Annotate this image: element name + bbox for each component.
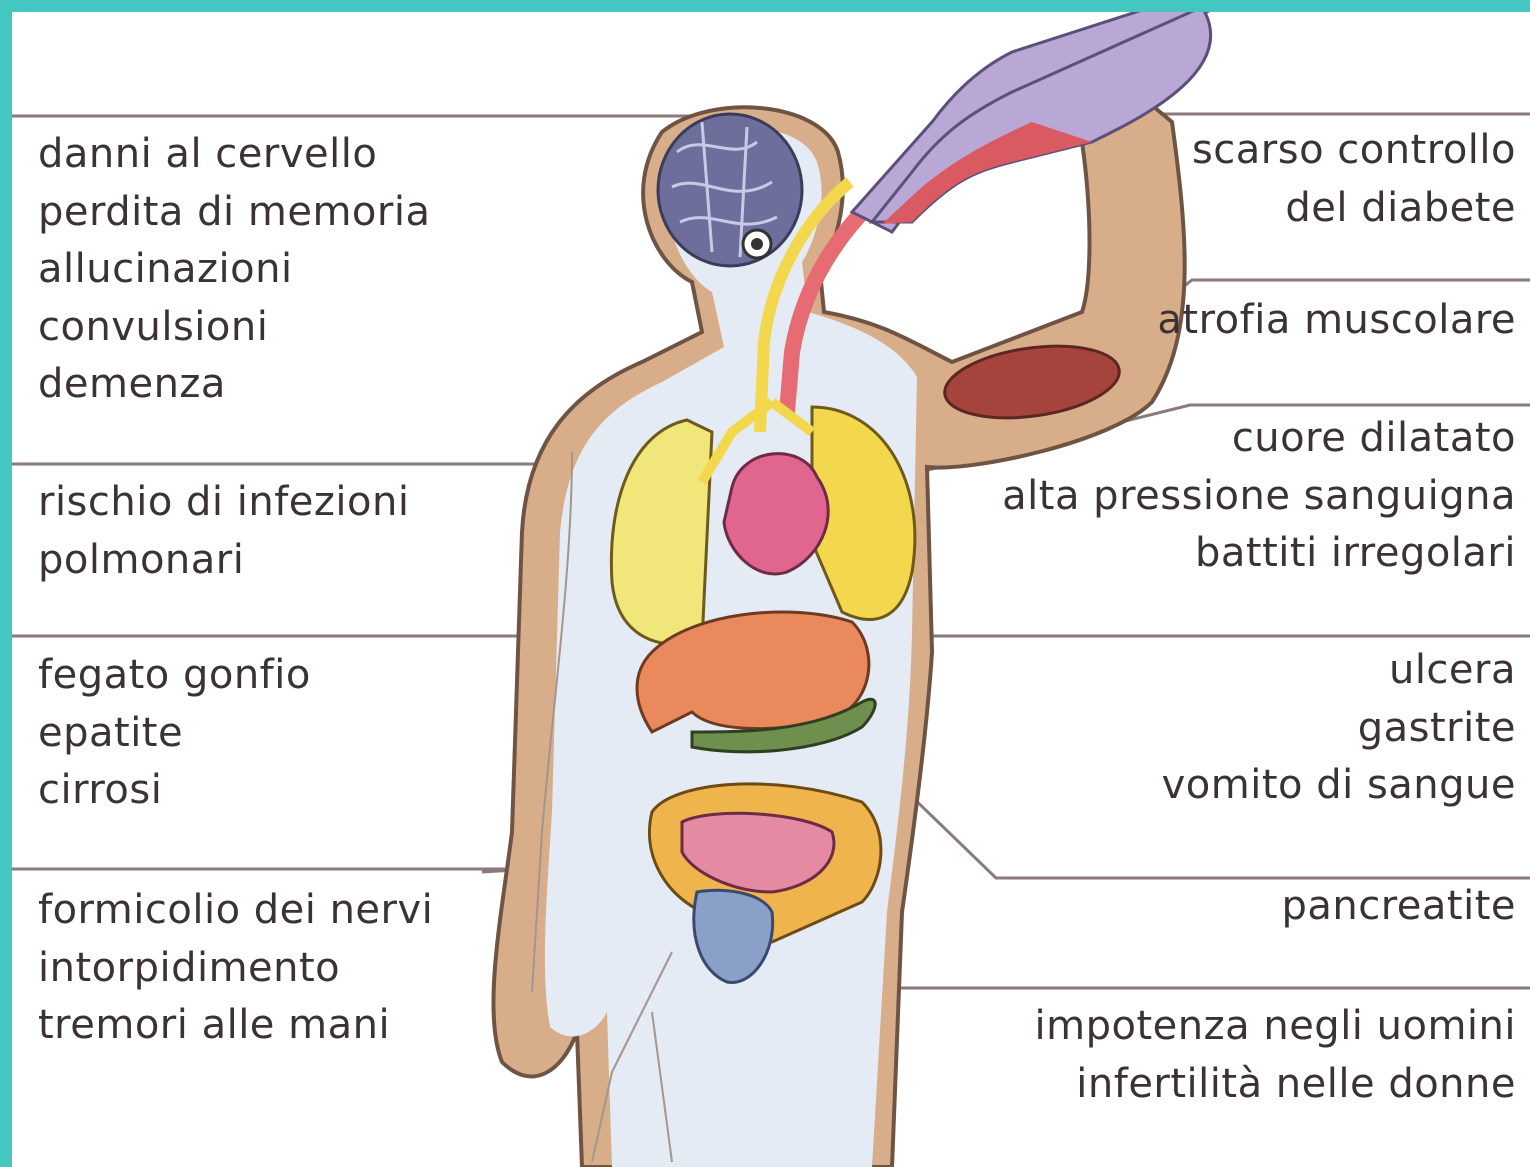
label-muscles: atrofia muscolare <box>1157 292 1516 350</box>
label-line: polmonari <box>38 532 409 590</box>
label-nerves: formicolio dei nervi intorpidimento trem… <box>38 882 433 1055</box>
label-heart: cuore dilatato alta pressione sanguigna … <box>1002 410 1516 583</box>
label-line: fegato gonfio <box>38 647 311 705</box>
label-lungs: rischio di infezioni polmonari <box>38 474 409 589</box>
label-line: gastrite <box>1162 700 1516 758</box>
brain-icon <box>658 114 802 266</box>
diagram-frame: danni al cervello perdita di memoria all… <box>12 12 1530 1167</box>
label-line: atrofia muscolare <box>1157 292 1516 350</box>
label-line: epatite <box>38 705 311 763</box>
label-line: impotenza negli uomini <box>1035 998 1516 1056</box>
label-line: scarso controllo <box>1192 122 1516 180</box>
label-line: del diabete <box>1192 180 1516 238</box>
label-line: formicolio dei nervi <box>38 882 433 940</box>
label-stomach: ulcera gastrite vomito di sangue <box>1162 642 1516 815</box>
label-brain: danni al cervello perdita di memoria all… <box>38 126 430 414</box>
label-reproductive: impotenza negli uomini infertilità nelle… <box>1035 998 1516 1113</box>
label-pancreas: pancreatite <box>1281 878 1516 936</box>
label-liver: fegato gonfio epatite cirrosi <box>38 647 311 820</box>
label-line: rischio di infezioni <box>38 474 409 532</box>
label-line: alta pressione sanguigna <box>1002 468 1516 526</box>
label-line: infertilità nelle donne <box>1035 1056 1516 1114</box>
label-line: perdita di memoria <box>38 184 430 242</box>
label-line: cuore dilatato <box>1002 410 1516 468</box>
label-line: pancreatite <box>1281 878 1516 936</box>
label-line: cirrosi <box>38 762 311 820</box>
label-line: ulcera <box>1162 642 1516 700</box>
label-line: battiti irregolari <box>1002 525 1516 583</box>
label-line: tremori alle mani <box>38 997 433 1055</box>
label-line: danni al cervello <box>38 126 430 184</box>
label-diabetes: scarso controllo del diabete <box>1192 122 1516 237</box>
label-line: demenza <box>38 356 430 414</box>
label-line: vomito di sangue <box>1162 757 1516 815</box>
leader-line-nerves <box>12 869 532 872</box>
label-line: convulsioni <box>38 299 430 357</box>
label-line: allucinazioni <box>38 241 430 299</box>
label-line: intorpidimento <box>38 940 433 998</box>
